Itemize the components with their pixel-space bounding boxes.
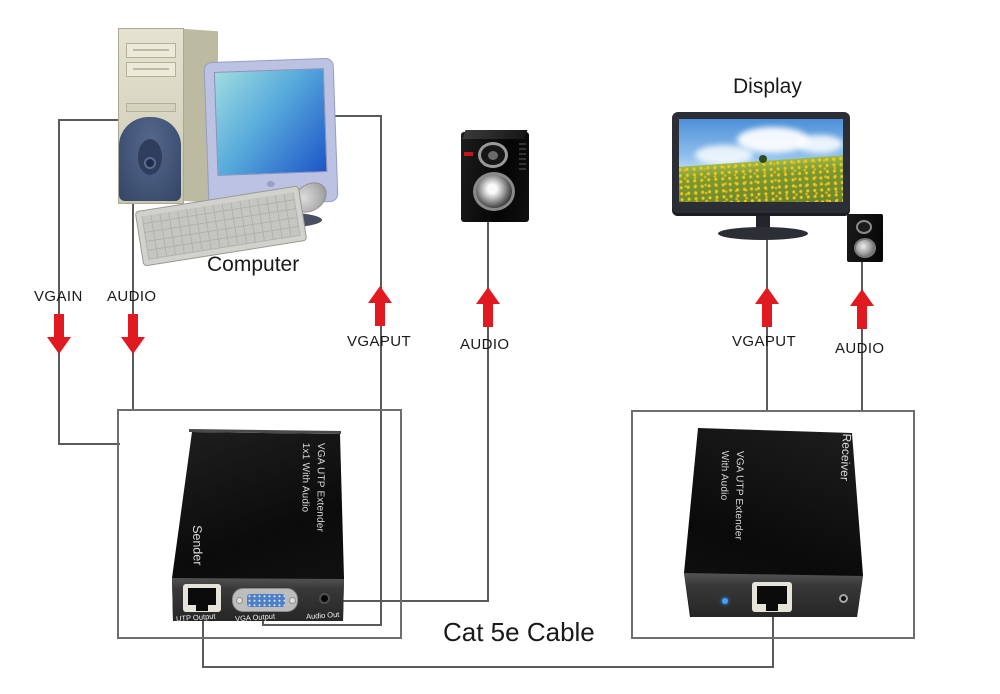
up-arrow-icon: [849, 289, 875, 329]
sender-boundary-box: [117, 409, 402, 639]
display-caption: Display: [733, 75, 802, 98]
tv-screen: [679, 119, 843, 202]
audio-display-label: AUDIO: [835, 340, 885, 357]
down-arrow-icon: [46, 314, 72, 354]
tower-front-accent: [119, 117, 181, 201]
receiver-front-panel: [684, 573, 863, 617]
receiver-top-label: VGA UTP Extender With Audio: [718, 450, 746, 541]
tower-front: [118, 28, 184, 204]
up-arrow-icon: [475, 287, 501, 327]
vga-output-port: [232, 588, 298, 612]
sender-top-label: VGA UTP Extender 1x1 With Audio: [299, 442, 327, 533]
cat5e-sender-stub-line: [202, 617, 204, 668]
computer-illustration: [116, 26, 339, 267]
audio-speaker-label: AUDIO: [460, 336, 510, 353]
speaker-woofer: [854, 238, 876, 258]
computer-caption: Computer: [207, 253, 300, 276]
vgaput-sender-cable-line: [380, 115, 382, 626]
tower-drive-bay: [126, 43, 176, 58]
vgain-cable-line-bottom: [58, 443, 120, 445]
vgain-cable-line: [58, 120, 60, 445]
sender-side-label: Sender: [190, 525, 205, 566]
audio-out-label: Audio Out: [305, 609, 340, 622]
vga-output-label: VGA Output: [234, 611, 276, 623]
vgaput-sender-label: VGAPUT: [347, 333, 412, 350]
cloud: [797, 135, 843, 153]
audio-out-jack: [319, 593, 330, 604]
tv-stand-neck: [756, 216, 770, 228]
speaker-illustration: [461, 130, 533, 224]
speaker-top-face: [462, 130, 528, 139]
audio-display-cable-line: [861, 261, 863, 412]
receiver-jack-hole: [839, 594, 848, 603]
tower-drive-bay: [126, 62, 176, 77]
receiver-power-led: [722, 598, 728, 604]
utp-output-port: [183, 584, 221, 612]
vgain-cable-line-top: [58, 119, 120, 121]
tv-stand-base: [718, 227, 808, 240]
vgaput-sender-cable-line-top: [323, 115, 382, 117]
cloud: [695, 145, 753, 165]
monitor-screen: [213, 68, 328, 176]
audio-speaker-cable-line: [487, 221, 489, 602]
cat5e-receiver-stub-line: [772, 615, 774, 668]
receiver-unit: VGA UTP Extender With Audio Receiver: [663, 425, 883, 625]
cat5e-cable-label: Cat 5e Cable: [443, 617, 595, 647]
tower-power-button: [144, 157, 156, 169]
speaker-woofer: [473, 172, 515, 211]
display-speaker-illustration: [847, 214, 885, 264]
tree: [759, 155, 767, 163]
utp-output-label: UTP Output: [175, 611, 216, 623]
tv-illustration: [670, 110, 885, 242]
vgaput-sender-cable-line-bottom: [262, 624, 382, 626]
down-arrow-icon: [120, 314, 146, 354]
audio-source-cable-line: [132, 200, 134, 411]
tv-bezel: [672, 112, 850, 216]
sender-front-panel: UTP Output VGA Output Audio Out: [172, 578, 344, 623]
monitor-button: [266, 180, 275, 188]
vgaput-display-label: VGAPUT: [732, 333, 797, 350]
vgain-label: VGAIN: [34, 288, 83, 305]
sender-unit: VGA UTP Extender 1x1 With Audio Sender U…: [165, 425, 355, 625]
up-arrow-icon: [367, 286, 393, 326]
cloud: [737, 127, 809, 153]
speaker-tweeter: [478, 142, 508, 168]
audio-source-label: AUDIO: [107, 288, 157, 305]
audio-speaker-cable-line-bottom: [336, 600, 489, 602]
cat5e-cable-line: [202, 666, 774, 668]
receiver-boundary-box: [631, 410, 915, 639]
receiver-utp-port: [752, 582, 792, 612]
speaker-logo-badge: [464, 152, 473, 156]
speaker-side-detail: [519, 140, 526, 170]
tower-floppy-slot: [126, 103, 176, 112]
up-arrow-icon: [754, 287, 780, 327]
speaker-tweeter: [856, 220, 872, 234]
